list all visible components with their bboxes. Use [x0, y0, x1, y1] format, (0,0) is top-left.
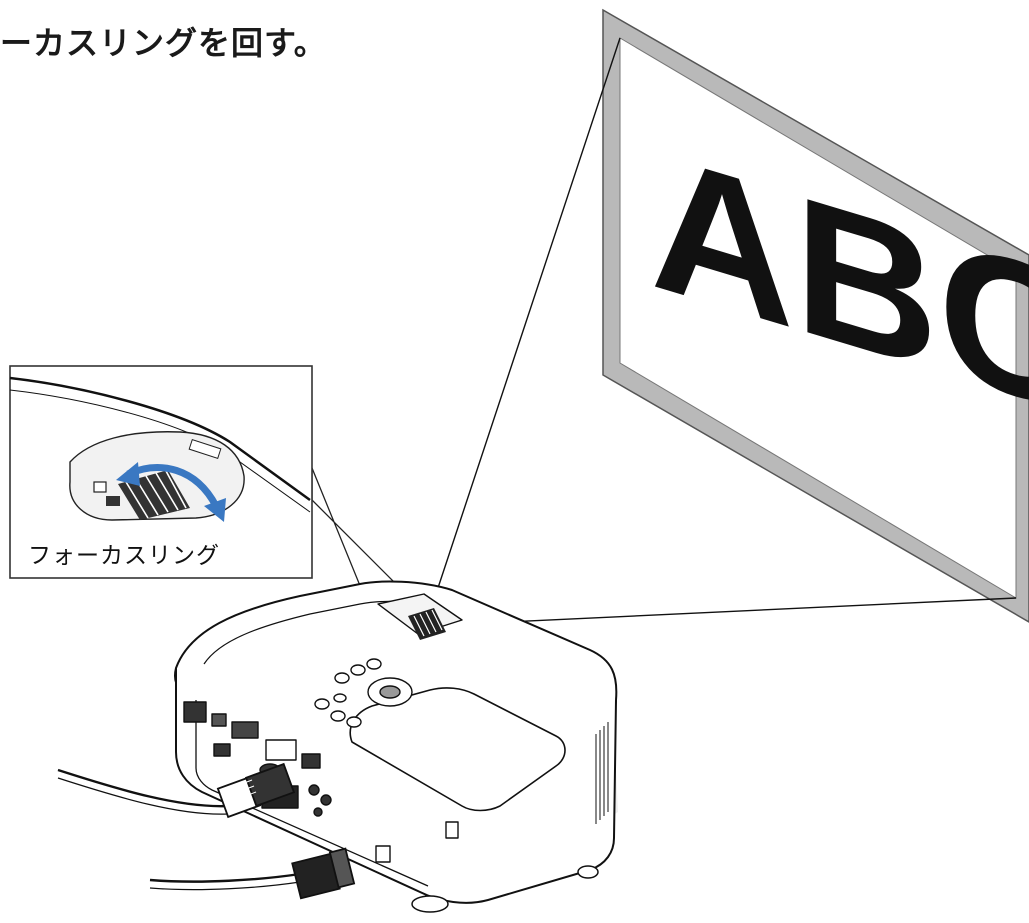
signal-cable-icon [57, 762, 296, 819]
projection-screen: ABC [602, 8, 1029, 623]
projection-beam [431, 37, 1017, 625]
focus-ring-slot [377, 593, 463, 640]
power-cable-icon [149, 847, 356, 900]
focus-ring-rotate-arrow-icon [116, 462, 226, 522]
projector-body [174, 580, 618, 913]
focus-ring-inset [9, 365, 313, 579]
focus-ring-label: フォーカスリング [28, 543, 220, 569]
control-buttons [314, 658, 413, 728]
instruction-heading: ーカスリングを回す。 [0, 24, 327, 62]
